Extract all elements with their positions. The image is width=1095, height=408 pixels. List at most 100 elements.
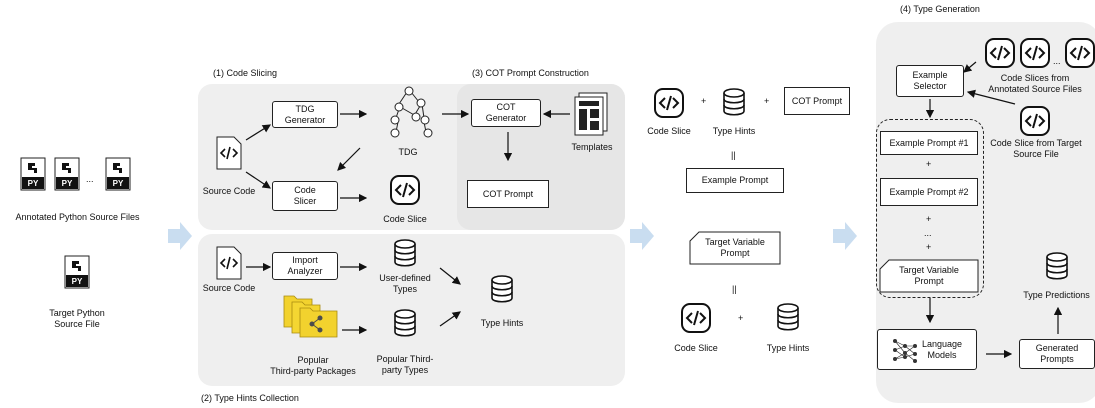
target-variable-label: Target Variable bbox=[899, 265, 959, 275]
target-variable-label: Target Variable bbox=[705, 237, 765, 247]
plus-sign: + bbox=[926, 214, 932, 224]
example-prompt-label: Example Prompt #2 bbox=[889, 186, 969, 197]
popular-types-label: Popular Third- bbox=[376, 354, 434, 364]
templates-label: Templates bbox=[571, 142, 613, 152]
arrow bbox=[963, 61, 977, 73]
code-slice-label: Code Slice bbox=[383, 214, 427, 224]
ellipsis: ... bbox=[924, 228, 932, 238]
slice-target-label: Code Slice from Target bbox=[990, 138, 1082, 148]
code-slice-icon bbox=[654, 88, 684, 118]
ellipsis: ... bbox=[86, 174, 94, 184]
code-slicer-label: Code bbox=[294, 185, 316, 195]
database-icon bbox=[393, 309, 417, 337]
database-icon bbox=[776, 303, 800, 331]
cot-prompt-label: COT Prompt bbox=[791, 95, 843, 106]
tdg-label: TDG bbox=[398, 147, 418, 157]
flow-arrow bbox=[630, 222, 654, 250]
popular-packages-label: Popular bbox=[297, 355, 329, 365]
popular-types-label: party Types bbox=[381, 365, 429, 375]
python-file-icon: PY bbox=[54, 157, 80, 191]
example-prompt-label: Example Prompt bbox=[701, 175, 769, 185]
plus-sign: + bbox=[701, 96, 707, 106]
example-selector-label: Example bbox=[912, 70, 948, 80]
target-variable-prompt-card: Target Variable Prompt bbox=[689, 231, 781, 265]
code-slicer-label: Slicer bbox=[293, 196, 317, 206]
import-analyzer-label: Analyzer bbox=[287, 266, 323, 276]
tdg-generator-label: Generator bbox=[284, 114, 326, 125]
arrow bbox=[966, 89, 1016, 105]
cot-generator-label: Generator bbox=[485, 113, 527, 123]
language-models-label: Language bbox=[921, 338, 963, 349]
py-label: PY bbox=[61, 179, 73, 188]
py-label: PY bbox=[27, 179, 39, 188]
arrow bbox=[245, 124, 272, 141]
tdg-graph-icon bbox=[380, 86, 440, 138]
source-code-label: Source Code bbox=[202, 283, 256, 293]
ellipsis: ... bbox=[1053, 56, 1061, 66]
database-icon bbox=[1045, 252, 1069, 280]
code-slice-icon bbox=[1065, 38, 1095, 68]
flow-arrow bbox=[833, 222, 857, 250]
plus-sign: + bbox=[926, 159, 932, 169]
code-slice-icon bbox=[681, 303, 711, 333]
target-variable-prompt-card: Target Variable Prompt bbox=[879, 259, 979, 293]
source-code-icon bbox=[216, 136, 242, 170]
equals-sign: || bbox=[731, 150, 736, 160]
example-selector-label: Selector bbox=[913, 81, 947, 91]
neural-network-icon bbox=[892, 338, 917, 363]
code-slice-icon bbox=[390, 175, 420, 205]
example-prompt-label: Example Prompt #1 bbox=[889, 137, 969, 148]
plus-sign: + bbox=[738, 313, 744, 323]
user-defined-label: User-defined bbox=[379, 273, 431, 283]
py-label: PY bbox=[71, 277, 83, 286]
source-code-icon bbox=[216, 246, 242, 280]
code-slice-icon bbox=[1020, 106, 1050, 136]
code-slice-label: Code Slice bbox=[647, 126, 691, 136]
target-variable-label: Prompt bbox=[720, 248, 750, 258]
python-file-icon: PY bbox=[20, 157, 46, 191]
arrow bbox=[245, 171, 271, 189]
flow-arrow bbox=[168, 222, 192, 250]
type-generation-title: (4) Type Generation bbox=[900, 4, 980, 14]
slices-annotated-label: Annotated Source Files bbox=[988, 84, 1082, 94]
type-hints-title: (2) Type Hints Collection bbox=[201, 393, 299, 403]
database-icon bbox=[393, 239, 417, 267]
cot-prompt-box: COT Prompt bbox=[784, 87, 850, 115]
py-label: PY bbox=[112, 179, 124, 188]
target-file-label: Source File bbox=[54, 319, 100, 329]
type-hints-label: Type Hints bbox=[480, 318, 524, 328]
code-slicing-title: (1) Code Slicing bbox=[213, 68, 278, 78]
type-hints-label: Type Hints bbox=[712, 126, 756, 136]
cot-generator-label: COT bbox=[496, 102, 516, 112]
type-predictions-label: Type Predictions bbox=[1023, 290, 1090, 300]
python-file-icon: PY bbox=[105, 157, 131, 191]
cot-prompt-box: COT Prompt bbox=[467, 180, 549, 208]
python-file-icon: PY bbox=[64, 255, 90, 289]
database-icon bbox=[722, 88, 746, 116]
import-analyzer-label: Import bbox=[292, 255, 318, 265]
equals-sign: || bbox=[732, 284, 737, 294]
cot-title: (3) COT Prompt Construction bbox=[472, 68, 589, 78]
code-slice-label: Code Slice bbox=[674, 343, 718, 353]
annotated-files-label: Annotated Python Source Files bbox=[15, 212, 140, 222]
user-defined-label: Types bbox=[392, 284, 417, 294]
example-prompts-group bbox=[876, 119, 984, 298]
popular-packages-label: Third-party Packages bbox=[270, 366, 356, 376]
database-icon bbox=[490, 275, 514, 303]
plus-sign: + bbox=[926, 242, 932, 252]
language-models-label: Models bbox=[927, 349, 957, 360]
code-slice-icon bbox=[985, 38, 1015, 68]
target-variable-label: Prompt bbox=[914, 276, 944, 286]
arrow bbox=[439, 267, 461, 285]
example-prompt-box: Example Prompt #2 bbox=[880, 178, 978, 206]
folders-icon bbox=[282, 292, 340, 338]
